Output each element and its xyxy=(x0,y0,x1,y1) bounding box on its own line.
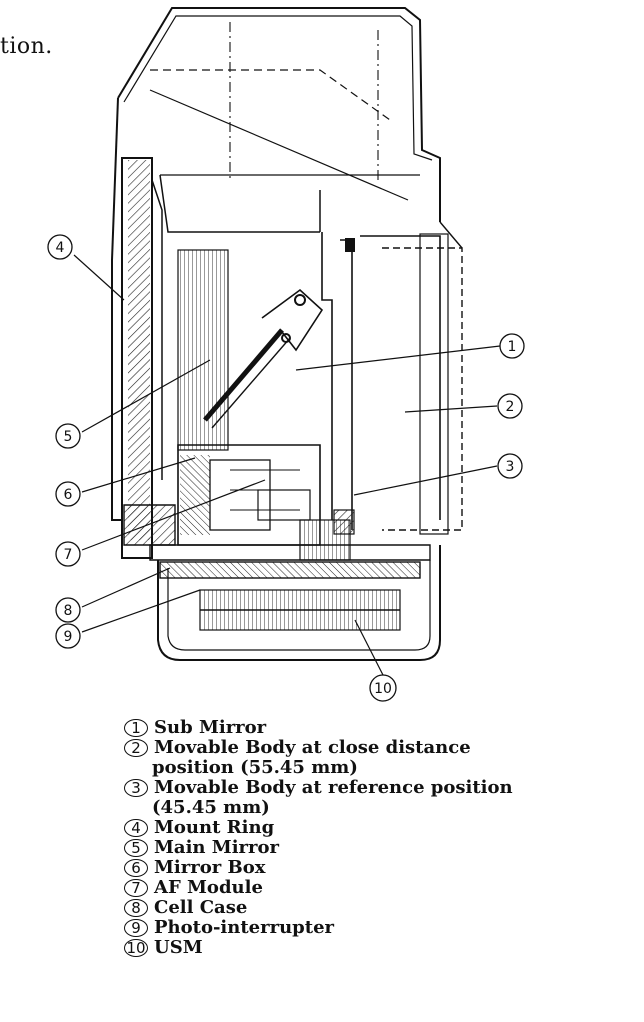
legend-item: 9 Photo-interrupter xyxy=(124,918,554,938)
legend-item: 3 Movable Body at reference position xyxy=(124,778,554,798)
legend-item: 8 Cell Case xyxy=(124,898,554,918)
legend-label: Mount Ring xyxy=(154,817,275,838)
legend-number: 4 xyxy=(124,819,148,837)
legend-number: 1 xyxy=(124,719,148,737)
legend-item: 10 USM xyxy=(124,938,554,958)
legend-label-continued: (45.45 mm) xyxy=(152,797,270,818)
svg-text:3: 3 xyxy=(506,459,515,475)
svg-text:4: 4 xyxy=(56,240,65,256)
leader-1 xyxy=(295,345,501,371)
lens-thread-area xyxy=(177,249,229,451)
prism-housing-outline xyxy=(117,7,441,222)
legend-label: Cell Case xyxy=(154,897,248,918)
svg-text:10: 10 xyxy=(374,681,392,697)
sub-mirror-shape xyxy=(261,288,324,352)
legend-number: 5 xyxy=(124,839,148,857)
svg-text:9: 9 xyxy=(64,629,73,645)
svg-text:1: 1 xyxy=(508,339,517,355)
legend-label-continued: position (55.45 mm) xyxy=(152,757,358,778)
legend-label: Movable Body at reference position xyxy=(154,777,513,798)
legend-label: Photo-interrupter xyxy=(154,917,334,938)
callout-7: 7 xyxy=(55,541,81,567)
callout-6: 6 xyxy=(55,481,81,507)
legend-label: Movable Body at close distance xyxy=(154,737,471,758)
legend-number: 6 xyxy=(124,859,148,877)
main-mirror-line xyxy=(203,328,284,422)
bottom-housing xyxy=(157,545,441,661)
movable-body-dashed xyxy=(382,247,463,531)
legend-item-continuation: (45.45 mm) xyxy=(124,798,554,818)
callout-4: 4 xyxy=(47,234,73,260)
legend-item: 7 AF Module xyxy=(124,878,554,898)
legend-label: AF Module xyxy=(154,877,263,898)
leader-2 xyxy=(404,405,498,413)
svg-text:6: 6 xyxy=(64,487,73,503)
legend-item-continuation: position (55.45 mm) xyxy=(124,758,554,778)
legend-number: 3 xyxy=(124,779,148,797)
leader-lines xyxy=(73,254,501,676)
mount-ring-block xyxy=(121,157,153,559)
callout-2: 2 xyxy=(497,393,523,419)
legend: 1 Sub Mirror 2 Movable Body at close dis… xyxy=(124,718,554,958)
callout-1: 1 xyxy=(499,333,525,359)
leader-4 xyxy=(73,254,125,301)
leader-10 xyxy=(354,619,384,676)
leader-9 xyxy=(81,589,201,633)
legend-number: 2 xyxy=(124,739,148,757)
leader-3 xyxy=(353,465,498,496)
leader-7 xyxy=(81,479,266,551)
legend-item: 2 Movable Body at close distance xyxy=(124,738,554,758)
svg-text:7: 7 xyxy=(64,547,73,563)
callout-10: 10 xyxy=(369,674,397,702)
legend-label: Sub Mirror xyxy=(154,717,267,738)
callout-8: 8 xyxy=(55,597,81,623)
diagram-structure xyxy=(111,7,463,661)
cell-case-plate xyxy=(159,561,421,579)
legend-item: 1 Sub Mirror xyxy=(124,718,554,738)
callout-9: 9 xyxy=(55,623,81,649)
legend-label: Mirror Box xyxy=(154,857,266,878)
legend-item: 6 Mirror Box xyxy=(124,858,554,878)
housing-left-edge xyxy=(111,97,119,261)
legend-item: 5 Main Mirror xyxy=(124,838,554,858)
legend-number: 10 xyxy=(124,939,148,957)
svg-text:8: 8 xyxy=(64,603,73,619)
callout-3: 3 xyxy=(497,453,523,479)
callout-5: 5 xyxy=(55,423,81,449)
svg-text:5: 5 xyxy=(64,429,73,445)
leader-5 xyxy=(81,359,211,433)
leader-8 xyxy=(81,567,171,608)
callout-circles: 4 5 6 7 8 9 1 2 3 10 xyxy=(47,234,525,702)
legend-label: USM xyxy=(154,937,203,958)
svg-text:2: 2 xyxy=(506,399,515,415)
legend-label: Main Mirror xyxy=(154,837,279,858)
legend-number: 9 xyxy=(124,919,148,937)
leader-6 xyxy=(81,457,196,493)
fragment-text: tion. xyxy=(0,34,53,59)
legend-item: 4 Mount Ring xyxy=(124,818,554,838)
legend-number: 8 xyxy=(124,899,148,917)
legend-number: 7 xyxy=(124,879,148,897)
